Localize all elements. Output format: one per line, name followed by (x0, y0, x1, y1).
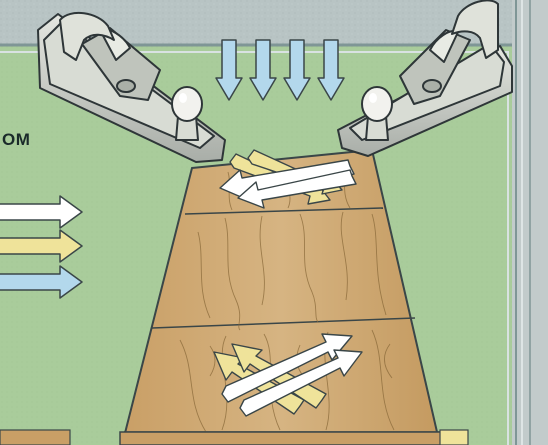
lower-board-strip (120, 432, 445, 445)
left-plane-knob (172, 87, 202, 121)
yellow-edge-block (440, 430, 468, 445)
left-plane-adjuster (117, 80, 135, 92)
legend-arrows (0, 196, 82, 298)
left-edge-block (0, 430, 70, 445)
side-label-fragment: OM (2, 130, 30, 150)
right-plane-adjuster (423, 80, 441, 92)
right-plane-knob (362, 87, 392, 121)
